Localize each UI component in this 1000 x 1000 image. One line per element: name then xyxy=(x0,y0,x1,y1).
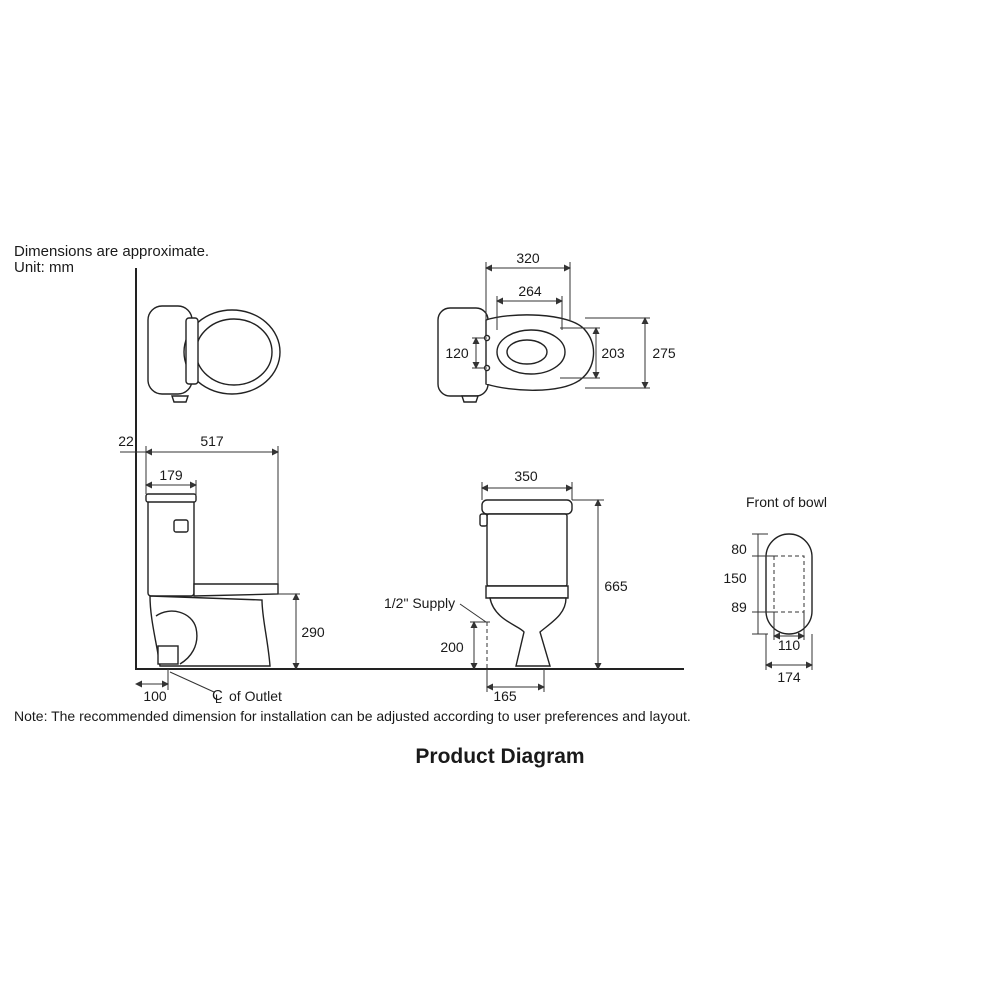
svg-text:L: L xyxy=(215,692,222,706)
dim-fixing-spacing: 120 xyxy=(445,345,469,361)
bowl-front-outline xyxy=(765,533,813,635)
dim-supply-height: 200 xyxy=(440,639,464,655)
dim-bowl-bottom: 89 xyxy=(731,599,747,615)
dim-overall-length: 517 xyxy=(200,433,224,449)
side-view-toilet xyxy=(145,493,279,667)
dim-seat-depth: 203 xyxy=(601,345,625,361)
dim-seat-width: 264 xyxy=(518,283,542,299)
dim-bowl-middle: 150 xyxy=(723,570,747,586)
top-view-toilet xyxy=(437,307,595,403)
dim-outlet-offset: 100 xyxy=(143,688,167,704)
dim-seat-height: 290 xyxy=(301,624,325,640)
dim-bowl-top: 80 xyxy=(731,541,747,557)
unit-note: Unit: mm xyxy=(14,259,74,276)
dim-wall-gap: 22 xyxy=(118,433,134,449)
dim-overall-height: 665 xyxy=(604,578,628,594)
bowl-front-label: Front of bowl xyxy=(746,494,827,510)
dim-overall-depth: 275 xyxy=(652,345,676,361)
approx-note: Dimensions are approximate. xyxy=(14,243,210,260)
install-note: Note: The recommended dimension for inst… xyxy=(14,708,691,724)
dim-bowl-outer-width: 174 xyxy=(777,669,801,685)
dim-base-width: 165 xyxy=(493,688,517,704)
outlet-label: of Outlet xyxy=(229,688,282,704)
dim-tank-depth: 179 xyxy=(159,467,183,483)
dim-overall-width: 320 xyxy=(516,250,540,266)
top-left-seat-outline xyxy=(147,305,281,403)
front-view-toilet xyxy=(479,499,573,667)
svg-text:C: C xyxy=(212,687,223,704)
dim-bowl-inner-width: 110 xyxy=(778,637,801,653)
dim-tank-width: 350 xyxy=(514,468,538,484)
supply-label: 1/2" Supply xyxy=(384,595,455,611)
centerline-icon: C L xyxy=(212,687,223,706)
page-title: Product Diagram xyxy=(415,745,585,768)
